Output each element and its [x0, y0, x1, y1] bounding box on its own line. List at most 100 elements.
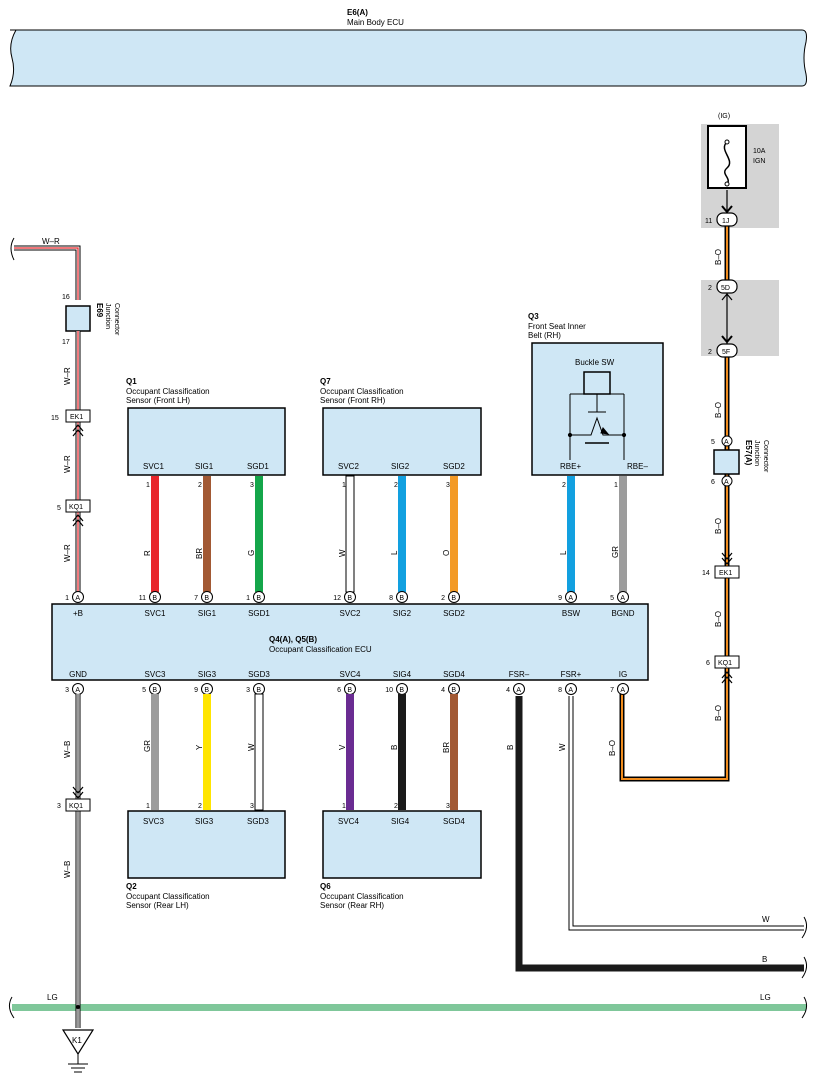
pin-number: 8 [389, 595, 393, 602]
pin-number: 1 [65, 595, 69, 602]
wire-l-label-1: L [390, 550, 399, 555]
lg-bus: LG LG [8, 993, 808, 1019]
ig-ek1-connector: 14 EK1 [702, 552, 740, 579]
pin-name: IG [619, 670, 627, 679]
left-kq1-connector-top: 5 KQ1 [57, 499, 91, 527]
pin-name: BGND [611, 609, 634, 618]
ig-5d-label: 5D [721, 285, 730, 292]
left-ek1-label: EK1 [70, 414, 83, 421]
q2-pin3-name: SGD3 [247, 817, 269, 826]
pin-number: 9 [194, 687, 198, 694]
left-kq1-bottom-label: KQ1 [69, 803, 83, 810]
ground-k1: K1 [61, 1005, 95, 1073]
wire-br-label-2: BR [442, 742, 451, 753]
junction-e69-code: E69 [95, 303, 104, 318]
pin-name: SGD1 [248, 609, 270, 618]
junction-e69-desc1: Junction [104, 303, 111, 329]
junction-e57-letter-top: A [724, 439, 729, 446]
sensor-q6: 1 2 3 SVC4 SIG4 SGD4 Q6 Occupant Classif… [320, 803, 482, 910]
pin-number: 11 [139, 595, 146, 602]
pin-name: FSR+ [561, 670, 582, 679]
pin-connector-letter: A [516, 687, 521, 694]
pin-number: 1 [246, 595, 250, 602]
pin-connector-letter: B [451, 595, 456, 602]
q3-pin2-num: 1 [614, 482, 618, 489]
pin-name: SVC2 [340, 609, 361, 618]
wire-l-label-2: L [559, 550, 568, 555]
wire-br-label-1: BR [195, 548, 204, 559]
q7-pin1-num: 1 [342, 482, 346, 489]
pin-name: SVC4 [340, 670, 361, 679]
pin-number: 3 [65, 687, 69, 694]
pin-number: 8 [558, 687, 562, 694]
q3-pin1-name: RBE+ [560, 462, 581, 471]
q3-pin1-num: 2 [562, 482, 566, 489]
occupant-classification-ecu: Q4(A), Q5(B) Occupant Classification ECU… [51, 591, 649, 695]
pin-number: 2 [441, 595, 445, 602]
pin-terminal [448, 591, 460, 603]
wire-g [255, 476, 263, 592]
q7-pin3-name: SGD2 [443, 462, 465, 471]
pin-number: 4 [506, 687, 510, 694]
w-r-label-3: W–R [63, 544, 72, 562]
pin-connector-letter: B [256, 687, 261, 694]
q2-line1: Occupant Classification [126, 892, 210, 901]
q7-pin3-num: 3 [446, 482, 450, 489]
wire-y [203, 694, 211, 810]
pin-connector-letter: B [451, 687, 456, 694]
ig-kq1-label: KQ1 [718, 660, 732, 667]
pin-name: SIG3 [198, 670, 217, 679]
pin-connector-letter: B [204, 687, 209, 694]
b-o-label-1: B–O [714, 249, 723, 265]
main-body-ecu-code: E6(A) [347, 8, 368, 17]
pin-terminal [617, 591, 629, 603]
q3-line2: Belt (RH) [528, 331, 561, 340]
q1-pin1-name: SVC1 [143, 462, 164, 471]
q3-line1: Front Seat Inner [528, 322, 586, 331]
wire-w-label-4: W [762, 915, 770, 924]
q6-pin3-name: SGD4 [443, 817, 465, 826]
pin-name: FSR– [509, 670, 530, 679]
q7-line2: Sensor (Front RH) [320, 396, 386, 405]
wire-gr-1 [619, 476, 627, 592]
q1-pin3-num: 3 [250, 482, 254, 489]
q7-line1: Occupant Classification [320, 387, 404, 396]
b-o-label-3: B–O [714, 518, 723, 534]
q2-pin2-num: 2 [198, 803, 202, 810]
pin-number: 7 [194, 595, 198, 602]
ig-5d-pin: 2 [708, 285, 712, 292]
pin-number: 3 [246, 687, 250, 694]
junction-e69-pin-top: 16 [62, 294, 70, 301]
q6-pin3-num: 3 [446, 803, 450, 810]
q2-pin3-num: 3 [250, 803, 254, 810]
q6-pin2-num: 2 [394, 803, 398, 810]
junction-e57-desc1: Junction [753, 440, 760, 466]
junction-e57-letter-bottom: A [724, 479, 729, 486]
pin-terminal [396, 591, 408, 603]
junction-e57-desc2: Connector [762, 440, 769, 473]
wire-r-label: R [143, 550, 152, 556]
wire-br-2 [450, 694, 458, 810]
buckle-sw-label: Buckle SW [575, 358, 615, 367]
pin-number: 6 [337, 687, 341, 694]
pin-name: GND [69, 670, 87, 679]
pin-terminal [565, 683, 577, 695]
junction-e57: 5 A 6 A E57(A) Junction Connector [711, 435, 769, 487]
pin-terminal [513, 683, 525, 695]
pin-connector-letter: A [620, 595, 625, 602]
pin-connector-letter: B [152, 687, 157, 694]
pin-number: 5 [610, 595, 614, 602]
fuse-rating: 10A [753, 148, 766, 155]
ig-5f-label: 5F [722, 349, 730, 356]
q6-code: Q6 [320, 882, 331, 891]
pin-terminal [565, 591, 577, 603]
wire-r [151, 476, 159, 592]
q2-line2: Sensor (Rear LH) [126, 901, 189, 910]
pin-connector-letter: B [152, 595, 157, 602]
